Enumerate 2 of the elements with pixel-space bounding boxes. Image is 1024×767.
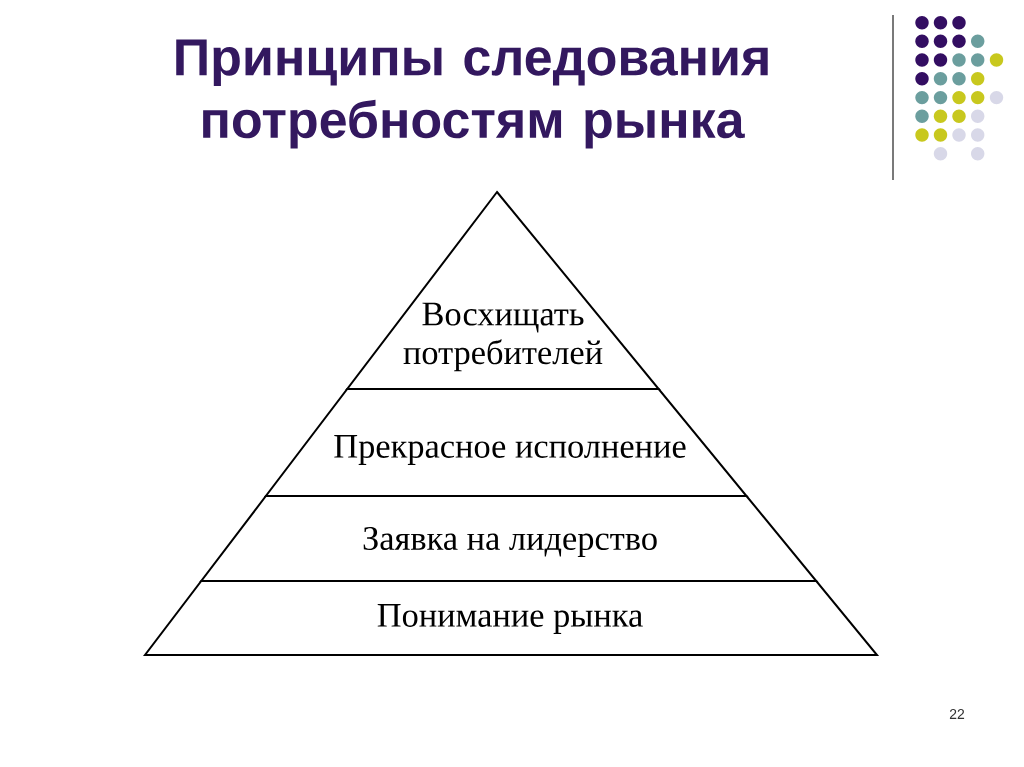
page-number: 22 bbox=[949, 709, 965, 719]
title: Принципы следования потребностям рынка bbox=[176, 39, 768, 149]
